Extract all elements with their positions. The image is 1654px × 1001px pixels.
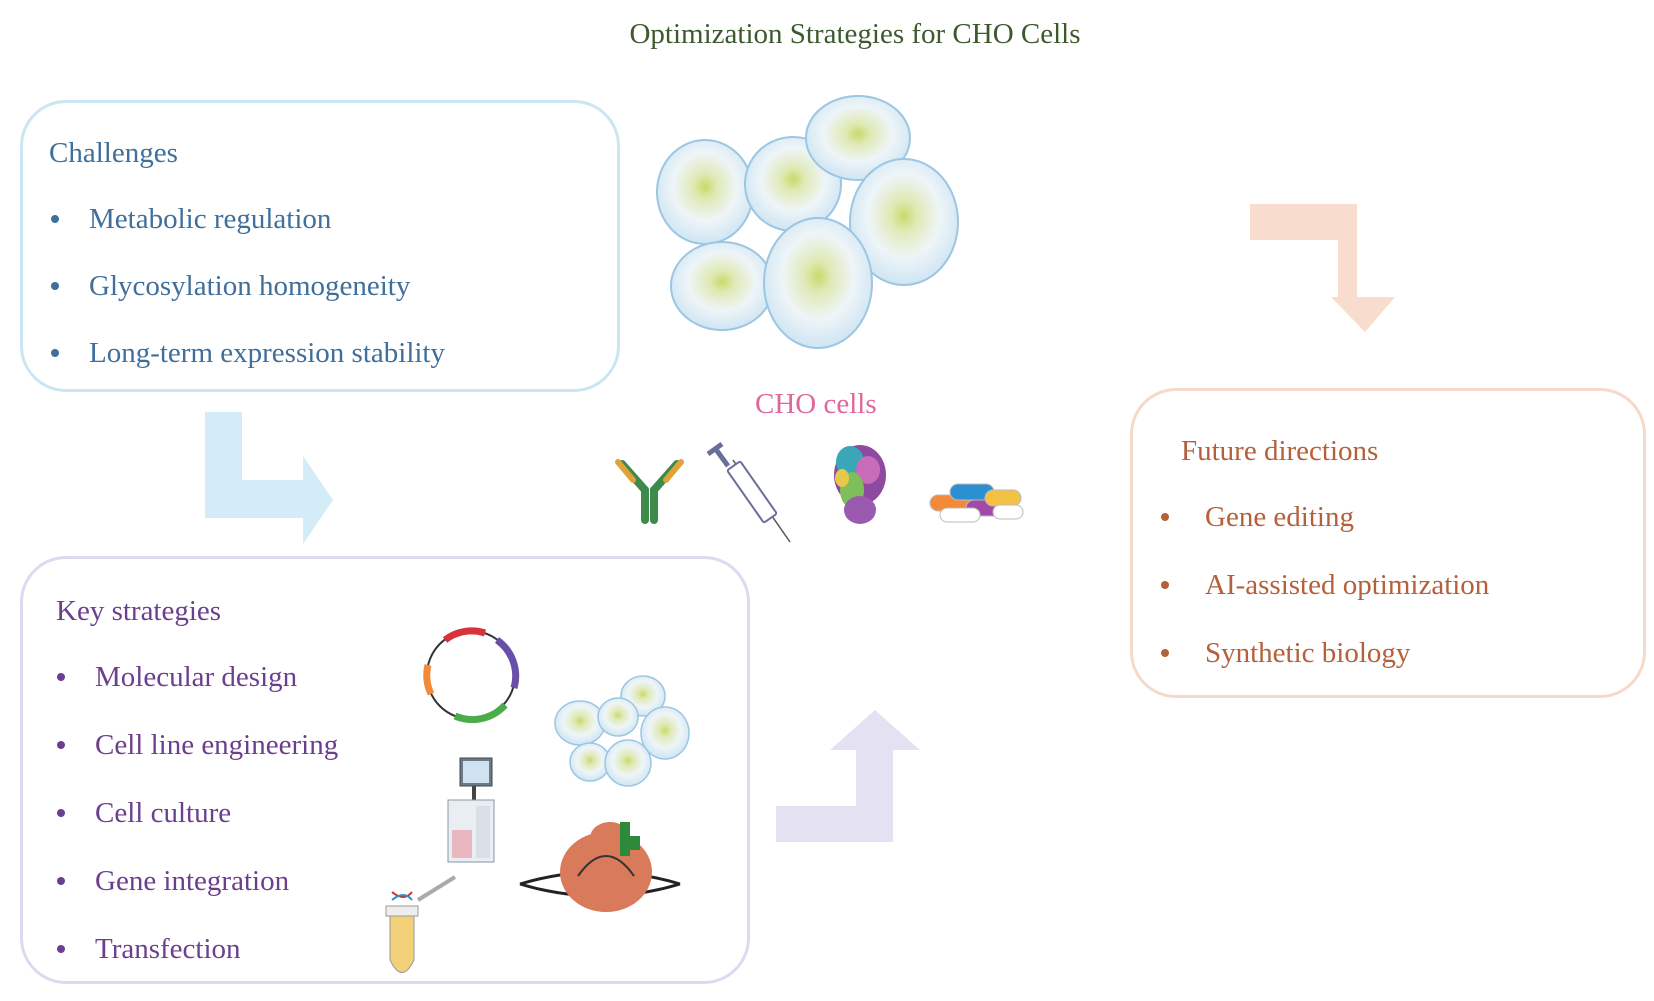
antibody-icon xyxy=(615,459,684,524)
pipette-tube-icon xyxy=(385,875,457,973)
list-item: Long-term expression stability xyxy=(51,337,445,404)
list-item: Metabolic regulation xyxy=(51,203,445,270)
challenges-box: Challenges Metabolic regulation Glycosyl… xyxy=(20,100,620,392)
list-item: Gene editing xyxy=(1161,501,1489,569)
syringe-icon xyxy=(706,441,791,543)
list-item: Molecular design xyxy=(57,661,338,729)
challenges-list: Metabolic regulation Glycosylation homog… xyxy=(51,203,445,404)
list-item: AI-assisted optimization xyxy=(1161,569,1489,637)
arrow-right-down-orange xyxy=(1250,204,1395,332)
list-item: Glycosylation homogeneity xyxy=(51,270,445,337)
list-item: Cell culture xyxy=(57,797,338,865)
challenges-heading: Challenges xyxy=(49,137,178,169)
small-cells-icon xyxy=(554,675,690,787)
pills-icon xyxy=(929,483,1024,523)
future-heading: Future directions xyxy=(1181,435,1379,467)
diagram-title: Optimization Strategies for CHO Cells xyxy=(629,18,1081,50)
list-item: Synthetic biology xyxy=(1161,637,1489,705)
future-list: Gene editing AI-assisted optimization Sy… xyxy=(1161,501,1489,705)
list-item: Transfection xyxy=(57,933,338,1001)
bioreactor-icon xyxy=(447,757,495,863)
protein-icon xyxy=(834,445,886,524)
cho-cells-label: CHO cells xyxy=(755,388,877,420)
plasmid-icon xyxy=(423,627,520,724)
strategies-list: Molecular design Cell line engineering C… xyxy=(57,661,338,1001)
strategies-heading: Key strategies xyxy=(56,595,222,627)
crispr-icon xyxy=(519,822,681,912)
arrow-down-right-blue xyxy=(205,412,333,544)
list-item: Gene integration xyxy=(57,865,338,933)
future-box: Future directions Gene editing AI-assist… xyxy=(1130,388,1646,698)
arrow-up-right-purple xyxy=(776,710,920,842)
list-item: Cell line engineering xyxy=(57,729,338,797)
cho-cells-cluster-icon xyxy=(656,95,959,349)
